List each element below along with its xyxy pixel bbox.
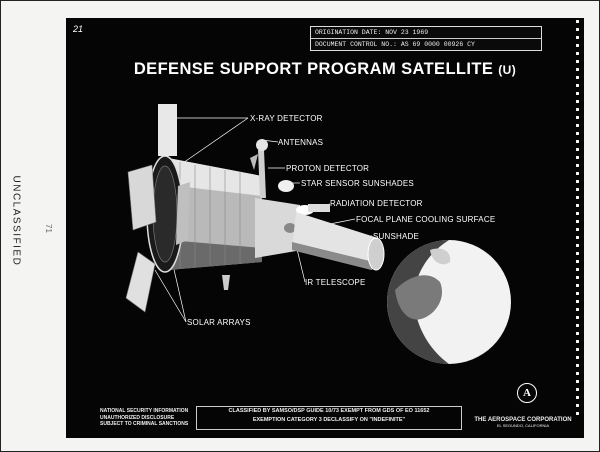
slide-title-suffix: (U) — [498, 63, 517, 77]
perforation-holes — [574, 20, 582, 440]
xray-detector-panel — [158, 104, 177, 156]
label-focal-plane-cooling-surface: FOCAL PLANE COOLING SURFACE — [356, 215, 496, 224]
label-radiation-detector: RADIATION DETECTOR — [330, 199, 423, 208]
ir-telescope — [292, 212, 385, 271]
security-notice-line1: NATIONAL SECURITY INFORMATION — [100, 408, 189, 414]
earth-globe — [387, 240, 511, 364]
security-notice: NATIONAL SECURITY INFORMATION UNAUTHORIZ… — [100, 408, 190, 428]
label-solar-arrays: SOLAR ARRAYS — [187, 318, 251, 327]
document-control-number: DOCUMENT CONTROL NO.: AS 69 0000 00926 C… — [315, 41, 475, 48]
label-proton-detector: PROTON DETECTOR — [286, 164, 370, 173]
label-xray-detector: X-RAY DETECTOR — [250, 114, 323, 123]
security-notice-line2: UNAUTHORIZED DISCLOSURE — [100, 414, 175, 421]
label-antennas: ANTENNAS — [278, 138, 324, 147]
slide-title: DEFENSE SUPPORT PROGRAM SATELLITE (U) — [66, 60, 584, 79]
organization-credit: THE AEROSPACE CORPORATION EL SEGUNDO, CA… — [468, 417, 578, 428]
page-number: 21 — [73, 24, 84, 34]
classification-line2: EXEMPTION CATEGORY 3 DECLASSIFY ON "INDE… — [252, 417, 406, 423]
label-sunshade: SUNSHADE — [373, 232, 420, 241]
equipment-module — [250, 139, 330, 258]
lower-antenna — [222, 275, 230, 290]
origination-date: ORIGINATION DATE: NOV 23 1969 — [311, 27, 541, 39]
classification-line1: CLASSIFIED BY SAMSO/DSP GUIDE 10/73 EXEM… — [228, 408, 430, 414]
solar-array-panels — [125, 164, 190, 313]
classification-box: CLASSIFIED BY SAMSO/DSP GUIDE 10/73 EXEM… — [196, 406, 462, 430]
organization-location: EL SEGUNDO, CALIFORNIA — [496, 423, 550, 428]
satellite-body — [146, 155, 262, 273]
slide-title-main: DEFENSE SUPPORT PROGRAM SATELLITE — [133, 60, 494, 78]
security-notice-line3: SUBJECT TO CRIMINAL SANCTIONS — [100, 421, 189, 427]
document-control-stamp: ORIGINATION DATE: NOV 23 1969 DOCUMENT C… — [310, 26, 542, 51]
label-ir-telescope: IR TELESCOPE — [305, 278, 366, 287]
organization-name: THE AEROSPACE CORPORATION — [474, 417, 572, 423]
aerospace-logo-icon: A — [517, 383, 537, 403]
label-star-sensor-sunshades: STAR SENSOR SUNSHADES — [301, 179, 414, 188]
